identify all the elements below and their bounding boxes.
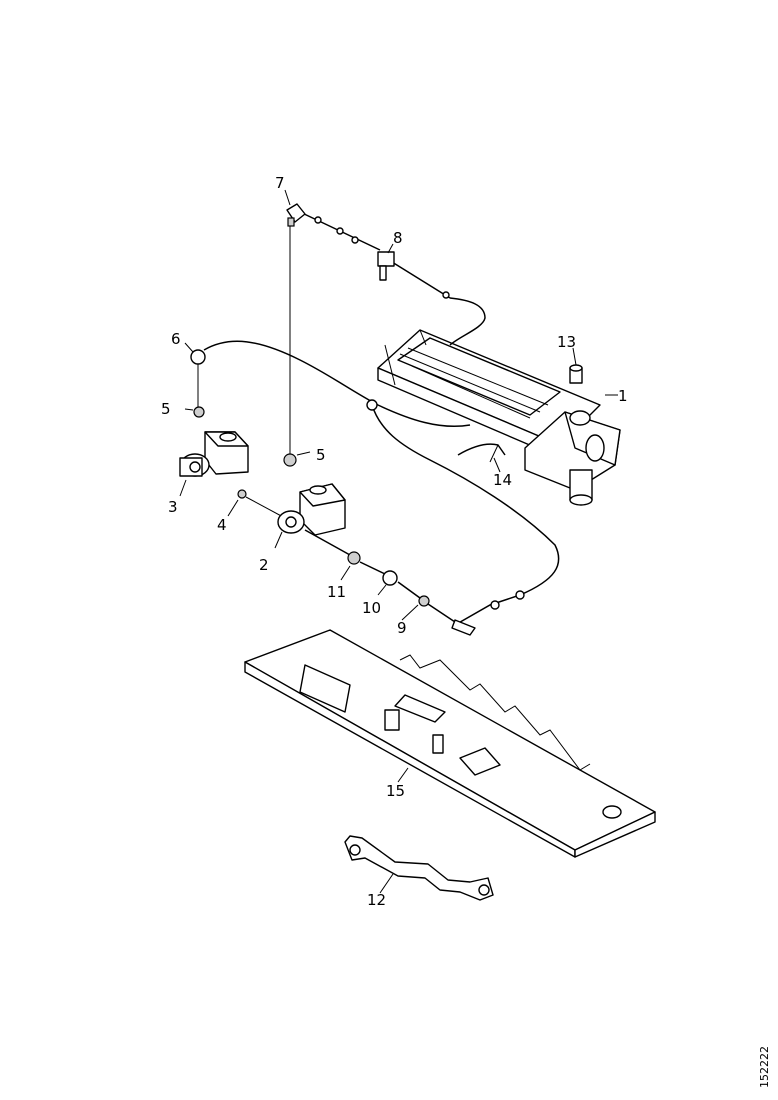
part-2-gas-valve	[277, 483, 346, 536]
part-11-nut	[347, 551, 361, 565]
part-7-elbow	[286, 203, 306, 227]
pilot-gas-line	[203, 340, 560, 636]
callout-5b: 5	[161, 400, 171, 418]
callout-2: 2	[259, 556, 269, 574]
callout-7: 7	[275, 174, 285, 192]
callout-1: 1	[618, 387, 628, 405]
callout-labels: 1 2 3 4 5 5 6 7 8 9 10 11 12 13 14 15	[161, 174, 628, 909]
callout-5a: 5	[316, 446, 326, 464]
part-5-nut-right	[283, 453, 297, 467]
callout-15: 15	[386, 782, 405, 800]
callout-3: 3	[168, 498, 178, 516]
lower-gas-line	[304, 529, 456, 623]
callout-6: 6	[171, 330, 181, 348]
part-12-crossover-tube	[344, 835, 494, 901]
burner-assembly	[377, 329, 621, 506]
callout-4: 4	[217, 516, 227, 534]
part-8-tee	[377, 251, 395, 281]
part-10-fitting	[382, 570, 398, 586]
part-3-gas-valve	[179, 431, 249, 477]
part-15-mounting-tray	[244, 629, 656, 858]
part-13-fitting	[569, 364, 583, 384]
callout-12: 12	[367, 891, 386, 909]
part-14-thermocouple	[457, 443, 506, 463]
callout-11: 11	[327, 583, 346, 601]
upper-gas-line	[299, 211, 486, 346]
part-4-fitting	[237, 489, 286, 519]
callout-14: 14	[493, 471, 512, 489]
part-6-fitting	[190, 349, 206, 410]
part-5-nut-left	[193, 406, 205, 418]
callout-9: 9	[397, 619, 407, 637]
callout-8: 8	[393, 229, 403, 247]
callout-13: 13	[557, 333, 576, 351]
leader-lines	[179, 189, 618, 894]
part-9-nut	[418, 595, 430, 607]
callout-10: 10	[362, 599, 381, 617]
document-id: 152222	[758, 1046, 771, 1088]
